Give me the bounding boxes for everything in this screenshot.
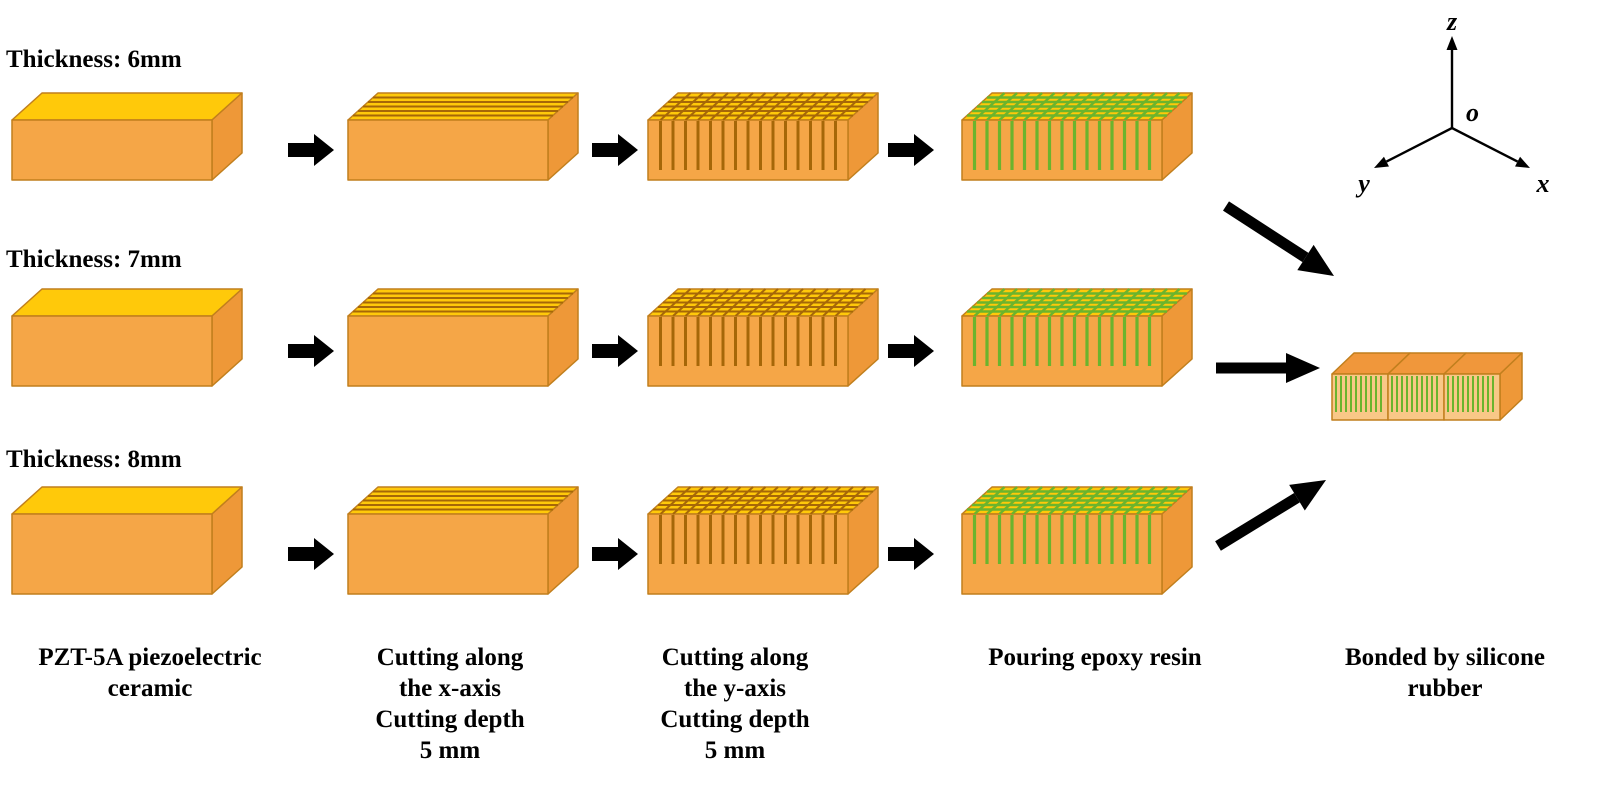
caption-line: the x-axis bbox=[398, 675, 502, 702]
caption-stage3: Cutting along the y-axis Cutting depth 5… bbox=[620, 642, 850, 766]
caption-line: 5 mm bbox=[419, 737, 481, 764]
block-8mm-stage2-cut-x bbox=[347, 486, 579, 595]
caption-line: Cutting along bbox=[376, 644, 524, 671]
converge-arrow-icons bbox=[1215, 201, 1334, 551]
caption-line: Cutting along bbox=[661, 644, 809, 671]
block-6mm-stage4-epoxy bbox=[961, 92, 1193, 181]
thickness-label-8mm: Thickness: 8mm bbox=[6, 446, 182, 473]
block-6mm-stage2-cut-x bbox=[347, 92, 579, 181]
caption-line: the y-axis bbox=[683, 675, 787, 702]
block-6mm-stage3-cut-y bbox=[647, 92, 879, 181]
block-6mm-stage1-ceramic bbox=[11, 92, 243, 181]
block-8mm-stage4-epoxy bbox=[961, 486, 1193, 595]
caption-line: 5 mm bbox=[704, 737, 766, 764]
axis-y-label: y bbox=[1355, 169, 1370, 198]
thickness-label-6mm: Thickness: 6mm bbox=[6, 46, 182, 73]
caption-line: Bonded by silicone bbox=[1344, 644, 1546, 671]
coordinate-axes: z o y x bbox=[1355, 7, 1549, 198]
process-step-arrow-icons bbox=[288, 134, 934, 570]
caption-line: Pouring epoxy resin bbox=[988, 644, 1202, 671]
block-8mm-stage3-cut-y bbox=[647, 486, 879, 595]
axis-z-label: z bbox=[1446, 7, 1458, 36]
caption-stage1: PZT-5A piezoelectric ceramic bbox=[5, 642, 295, 704]
caption-line: ceramic bbox=[107, 675, 193, 702]
caption-stage5: Bonded by silicone rubber bbox=[1295, 642, 1595, 704]
block-7mm-stage1-ceramic bbox=[11, 288, 243, 387]
caption-stage2: Cutting along the x-axis Cutting depth 5… bbox=[335, 642, 565, 766]
block-8mm-stage1-ceramic bbox=[11, 486, 243, 595]
block-7mm-stage3-cut-y bbox=[647, 288, 879, 387]
caption-line: rubber bbox=[1407, 675, 1483, 702]
caption-line: PZT-5A piezoelectric bbox=[38, 644, 262, 671]
bonded-composite-block bbox=[1331, 352, 1523, 421]
block-7mm-stage2-cut-x bbox=[347, 288, 579, 387]
axis-x-label: x bbox=[1536, 169, 1550, 198]
block-7mm-stage4-epoxy bbox=[961, 288, 1193, 387]
caption-line: Cutting depth bbox=[375, 706, 525, 733]
caption-stage4: Pouring epoxy resin bbox=[950, 642, 1240, 673]
thickness-label-7mm: Thickness: 7mm bbox=[6, 246, 182, 273]
axis-origin-label: o bbox=[1466, 98, 1479, 127]
caption-line: Cutting depth bbox=[660, 706, 810, 733]
